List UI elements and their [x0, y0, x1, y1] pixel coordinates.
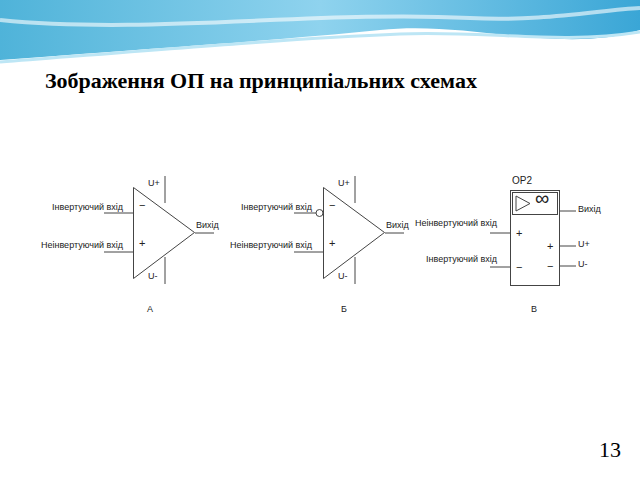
pin-label: U+ — [148, 178, 160, 188]
header-wave-line — [0, 32, 640, 62]
pin-label: Інвертуючий вхід — [241, 202, 312, 212]
pin-sign: − — [329, 199, 335, 212]
pin-sign: + — [547, 240, 553, 253]
header-wave — [0, 0, 640, 60]
pin-sign: + — [516, 227, 522, 240]
opamp-triangle: −+ — [133, 187, 195, 279]
pin-sign: − — [139, 199, 145, 212]
pin-label: Інвертуючий вхід — [52, 202, 123, 212]
pin-label: U- — [338, 271, 348, 281]
opamp-block: OP2∞+−+− — [510, 190, 560, 286]
figure-letter: Б — [341, 304, 347, 314]
pin-sign: ∞ — [535, 187, 549, 209]
pin-label: Вихід — [196, 220, 219, 230]
slide-number: 13 — [599, 438, 621, 462]
pin-label: U- — [578, 259, 588, 269]
pin-label: Неінвертуючий вхід — [230, 240, 312, 250]
pin-label: U- — [148, 271, 158, 281]
pin-label: U+ — [338, 178, 350, 188]
pin-label: Вихід — [578, 204, 601, 214]
pin-label: Вихід — [386, 220, 409, 230]
figure-letter: В — [531, 304, 537, 314]
pin-label: U+ — [578, 239, 590, 249]
pin-label: Інвертуючий вхід — [426, 254, 497, 264]
pin-sign: − — [516, 261, 522, 274]
opamp-triangle: −+ — [323, 187, 385, 279]
pin-sign: − — [547, 260, 553, 273]
pin-label: Неінвертуючий вхід — [415, 218, 497, 228]
pin-sign: + — [139, 237, 145, 250]
pin-sign: + — [329, 237, 335, 250]
pin-label: Неінвертуючий вхід — [41, 240, 123, 250]
header-wave-highlight — [0, 8, 640, 25]
slide-title: Зображення ОП на принципіальних схемах — [45, 68, 477, 94]
figure-letter: А — [147, 304, 153, 314]
wires — [104, 176, 576, 284]
pin-sign: OP2 — [512, 175, 532, 187]
